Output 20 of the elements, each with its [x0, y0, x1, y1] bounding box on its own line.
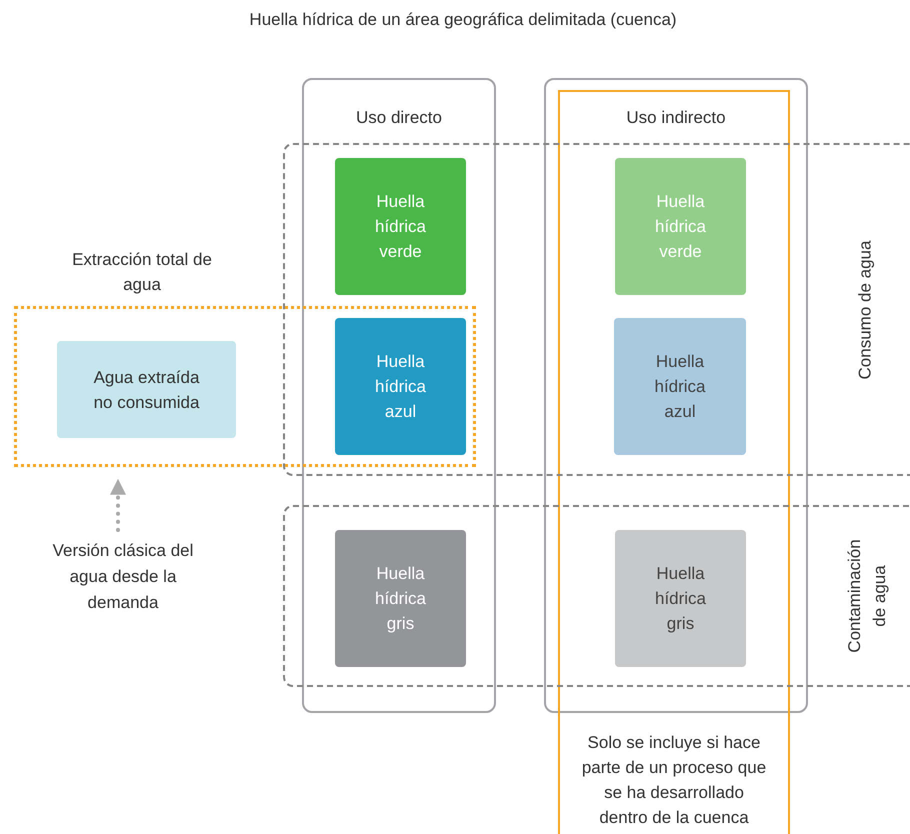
- footprint-card: Huella hídrica verde: [335, 158, 466, 295]
- dashed-band: [283, 143, 910, 476]
- band-label: Consumo de agua: [854, 239, 876, 381]
- column-heading: Uso directo: [355, 107, 443, 129]
- footprint-card: Huella hídrica gris: [335, 530, 466, 667]
- box-heading: Extracción total de agua: [71, 249, 213, 296]
- note-text: Solo se incluye si hace parte de un proceso que se ha desarrollado dentro de la cuenca: [580, 732, 768, 829]
- column-panel: [544, 78, 808, 713]
- arrow: [110, 478, 126, 532]
- footprint-card: Huella hídrica verde: [615, 158, 746, 295]
- footprint-card: Huella hídrica gris: [615, 530, 746, 667]
- note-text: Versión clásica del agua desde la demanda: [43, 538, 203, 610]
- dashed-band: [283, 505, 910, 687]
- diagram-title: Huella hídrica de un área geográfica delimitada (cuenca): [248, 9, 678, 31]
- column-heading: Uso indirecto: [625, 107, 727, 129]
- footprint-card: Huella hídrica azul: [335, 318, 466, 455]
- band-label: Contaminación de agua: [844, 538, 890, 655]
- column-panel: [302, 78, 496, 713]
- footprint-card: Huella hídrica azul: [614, 318, 746, 455]
- process-box: Agua extraída no consumida: [57, 341, 236, 438]
